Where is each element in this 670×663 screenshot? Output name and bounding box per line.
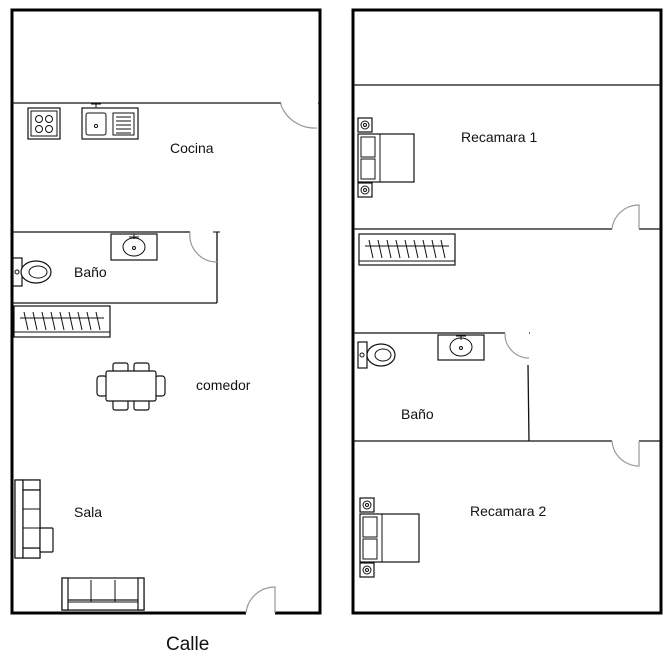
bed-1-icon — [357, 117, 415, 198]
bedroom-1-door-swing — [611, 204, 640, 230]
bed-2-icon — [359, 497, 420, 578]
kitchen-door-swing — [280, 103, 318, 129]
toilet-1-icon — [12, 257, 52, 287]
stove-icon — [27, 107, 61, 140]
bath-1-door-swing — [189, 231, 218, 263]
ground-floor-outer-wall — [10, 8, 322, 615]
street-label: Calle — [166, 634, 209, 655]
upper-floor — [351, 8, 663, 615]
ground-floor — [10, 8, 322, 615]
closet-1-icon — [13, 305, 111, 338]
room-label-recamara-2: Recamara 2 — [470, 503, 546, 519]
entrance-door-swing — [245, 586, 276, 614]
long-sofa-icon — [61, 577, 145, 611]
room-label-sala: Sala — [74, 504, 102, 520]
bath-2-door-swing — [504, 332, 530, 359]
room-label-bano-2: Baño — [401, 406, 434, 422]
room-label-comedor: comedor — [196, 377, 251, 393]
dining-table-icon — [96, 362, 166, 411]
bedroom-2-door-swing — [611, 440, 640, 467]
room-label-bano-1: Baño — [74, 264, 107, 280]
toilet-2-icon — [357, 341, 396, 369]
closet-2-icon — [358, 233, 456, 266]
kitchen-sink-icon — [81, 103, 139, 140]
bathroom-sink-2-icon — [437, 334, 485, 361]
room-label-cocina: Cocina — [170, 140, 214, 156]
bath-2-right-wall — [527, 364, 530, 442]
side-sofa-icon — [14, 479, 54, 559]
bathroom-sink-1-icon — [110, 233, 158, 261]
room-label-recamara-1: Recamara 1 — [461, 129, 537, 145]
upper-floor-outer-wall — [351, 8, 663, 615]
